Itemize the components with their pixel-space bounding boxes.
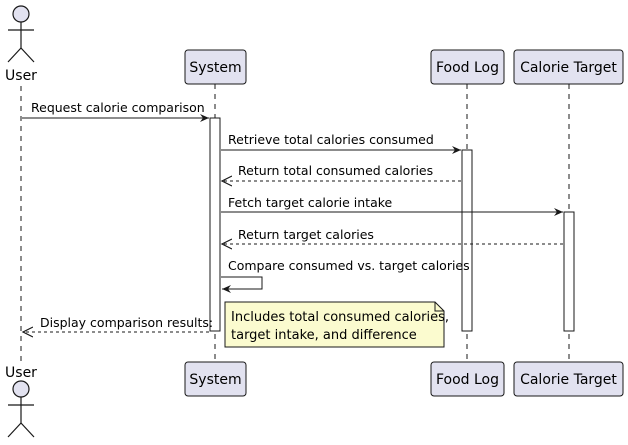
participant-system-top: System: [184, 49, 247, 85]
message-compare-self: Compare consumed vs. target calories: [221, 258, 470, 293]
participant-label-food-log-top: Food Log: [436, 60, 499, 76]
message-return-total-consumed: Return total consumed calories: [222, 163, 461, 181]
participant-system-bottom: System: [184, 361, 247, 397]
message-return-target-calories: Return target calories: [222, 227, 563, 244]
message-label: Return target calories: [238, 227, 374, 242]
message-label: Retrieve total calories consumed: [228, 132, 434, 147]
participant-label-system-bottom: System: [189, 372, 241, 388]
message-display-results: Display comparison results:: [23, 315, 213, 332]
note-line-1: Includes total consumed calories,: [231, 310, 449, 325]
user-actor-bottom: User: [5, 365, 37, 438]
participant-label-calorie-target-bottom: Calorie Target: [520, 372, 617, 388]
activation-food-log: [461, 149, 473, 332]
message-label: Display comparison results:: [40, 315, 213, 330]
message-label: Fetch target calorie intake: [228, 195, 393, 210]
actor-label-user-bottom: User: [5, 365, 37, 381]
message-request-calorie-comparison: Request calorie comparison: [22, 100, 209, 122]
participant-food-log-top: Food Log: [430, 49, 505, 85]
participant-food-log-bottom: Food Log: [430, 361, 505, 397]
participant-calorie-target-bottom: Calorie Target: [513, 361, 624, 397]
message-label: Compare consumed vs. target calories: [228, 258, 470, 273]
note: Includes total consumed calories, target…: [224, 301, 449, 348]
message-label: Request calorie comparison: [31, 100, 205, 115]
activation-calorie-target: [563, 211, 575, 332]
stick-figure-icon: [7, 380, 35, 438]
message-fetch-target-intake: Fetch target calorie intake: [221, 195, 563, 216]
message-retrieve-total-calories: Retrieve total calories consumed: [221, 132, 461, 154]
message-label: Return total consumed calories: [238, 163, 433, 178]
participant-label-calorie-target-top: Calorie Target: [520, 60, 617, 76]
actor-label-user-top: User: [5, 68, 37, 84]
note-line-2: target intake, and difference: [231, 328, 417, 343]
user-actor-top: User: [5, 5, 37, 84]
stick-figure-icon: [7, 5, 35, 63]
participant-calorie-target-top: Calorie Target: [513, 49, 624, 85]
participant-label-food-log-bottom: Food Log: [436, 372, 499, 388]
participant-label-system-top: System: [189, 60, 241, 76]
activation-system: [209, 117, 221, 332]
